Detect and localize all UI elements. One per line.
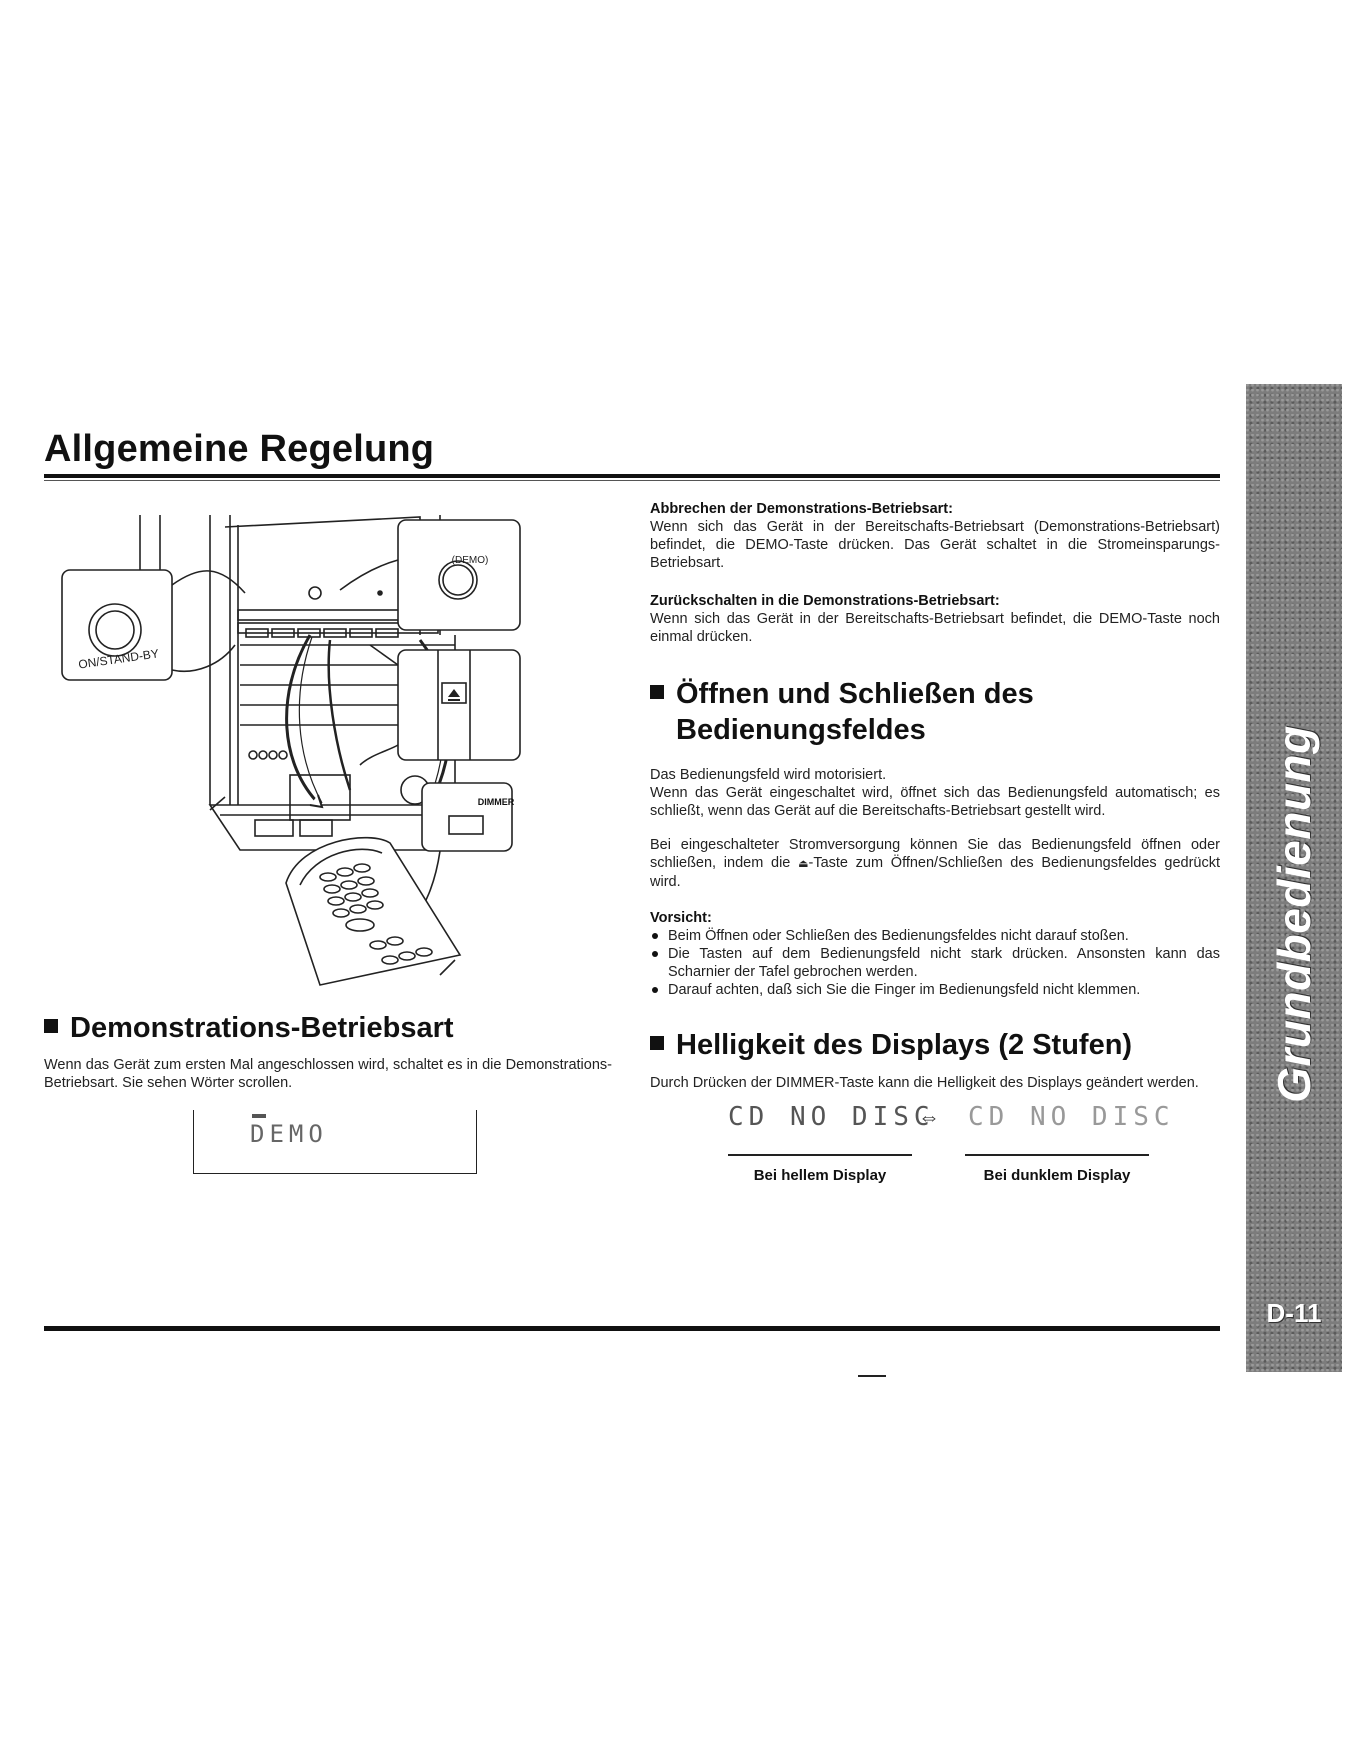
caution-list: Beim Öffnen oder Schließen des Bedienung… [650, 927, 1220, 999]
on-standby-callout [61, 569, 246, 681]
demo-callout [339, 519, 521, 631]
return-demo-text: Wenn sich das Gerät in der Bereitschafts… [650, 611, 1220, 645]
side-tab: Grundbedienung D-11 [1246, 384, 1342, 1372]
demo-display: DEMO [250, 1120, 328, 1148]
display-bright: CD NO DISC [728, 1102, 935, 1132]
remote-control [285, 836, 462, 986]
page-number: D-11 [1266, 1298, 1322, 1328]
demo-text: Wenn das Gerät zum ersten Mal angeschlos… [44, 1057, 612, 1091]
footer-mark [858, 1375, 886, 1377]
scroll-arrow-icon [252, 1114, 266, 1118]
eject-icon: ⏏ [798, 858, 809, 870]
dimmer-heading: Helligkeit des Displays (2 Stufen) [650, 1029, 1220, 1062]
bright-underline [728, 1154, 912, 1156]
eject-icon [448, 689, 460, 701]
dimmer-text: Durch Drücken der DIMMER-Taste kann die … [650, 1075, 1199, 1091]
toggle-arrow-icon: ⇔ [918, 1104, 940, 1129]
dark-underline [965, 1154, 1149, 1156]
demo-label: (DEMO) [451, 555, 489, 566]
panel-p1-line1: Das Bedienungsfeld wird motorisiert. [650, 767, 887, 783]
dimmer-label: DIMMER [477, 797, 515, 807]
caption-dark: Bei dunklem Display [983, 1167, 1131, 1184]
title-rule-thin [44, 480, 1220, 481]
demo-display-box [193, 1110, 477, 1174]
page-title: Allgemeine Regelung [44, 428, 435, 470]
display-dark: CD NO DISC [968, 1102, 1175, 1132]
panel-p2: Bei eingeschalteter Stromversorgung könn… [650, 837, 1220, 890]
caution-heading: Vorsicht: [650, 910, 712, 926]
title-rule [44, 474, 1220, 478]
panel-p1-line2: Wenn das Gerät eingeschaltet wird, öffne… [650, 785, 1220, 819]
eject-callout [359, 644, 521, 766]
side-tab-label: Grundbedienung [1268, 725, 1320, 1103]
footer-rule [44, 1326, 1220, 1331]
list-item: Die Tasten auf dem Bedienungsfeld nicht … [650, 945, 1220, 981]
dimmer-callout [411, 782, 513, 926]
right-column: Abbrechen der Demonstrations-Betriebsart… [650, 500, 1220, 1092]
device-illustration [61, 515, 521, 986]
return-demo-heading: Zurückschalten in die Demonstrations-Bet… [650, 593, 1000, 609]
cancel-demo-text: Wenn sich das Gerät in der Bereitschafts… [650, 519, 1220, 571]
list-item: Darauf achten, daß sich Sie die Finger i… [650, 981, 1220, 999]
cancel-demo-heading: Abbrechen der Demonstrations-Betriebsart… [650, 501, 953, 517]
section-bullet [44, 1019, 58, 1034]
caption-bright: Bei hellem Display [753, 1167, 887, 1184]
demo-heading: Demonstrations-Betriebsart [44, 1012, 454, 1045]
section-bullet [650, 685, 664, 700]
list-item: Beim Öffnen oder Schließen des Bedienung… [650, 927, 1220, 945]
section-bullet [650, 1036, 664, 1051]
